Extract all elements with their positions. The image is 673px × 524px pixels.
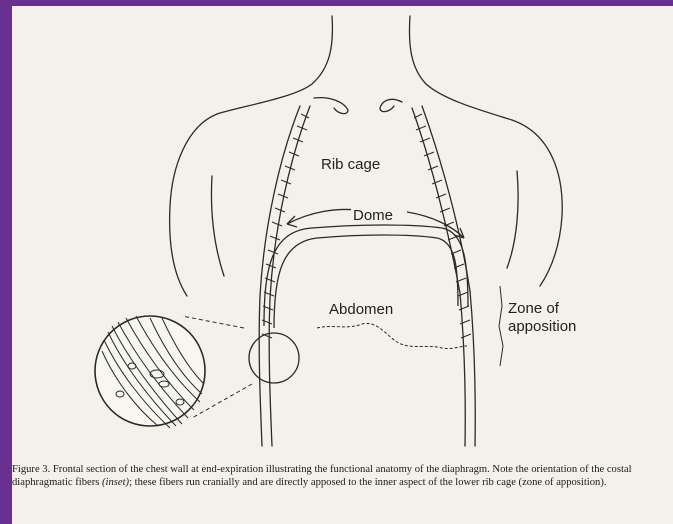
neck-left-outline <box>217 16 332 114</box>
inset-connector-top <box>182 316 244 328</box>
bleed-through-text <box>92 12 652 24</box>
right-clavicle <box>380 99 402 111</box>
right-arm-inner <box>507 171 518 268</box>
caption-suffix: ; these fibers run cranially and are dir… <box>129 477 606 488</box>
abdomen-label: Abdomen <box>329 301 393 318</box>
figure-caption: Figure 3. Frontal section of the chest w… <box>12 464 672 489</box>
inset-circle <box>95 316 205 426</box>
left-shoulder-outline <box>170 114 217 296</box>
diaphragm-illustration <box>12 6 673 524</box>
zone-label-line1: Zone of <box>508 300 559 317</box>
rib-cage-label: Rib cage <box>321 156 380 173</box>
zone-bracket <box>499 286 503 366</box>
left-clavicle <box>314 98 348 114</box>
inset-target-circle <box>249 333 299 383</box>
left-ribcage-inner <box>269 106 310 446</box>
neck-right-outline <box>409 16 512 120</box>
abdomen-wave <box>317 323 467 348</box>
right-shoulder-outline <box>512 120 562 286</box>
left-arm-inner <box>212 176 225 276</box>
zone-label-line2: apposition <box>508 318 576 335</box>
scanned-page: Rib cage Dome Abdomen Zone of apposition… <box>12 6 673 524</box>
caption-inset: (inset) <box>102 477 129 488</box>
dome-label: Dome <box>351 207 395 224</box>
